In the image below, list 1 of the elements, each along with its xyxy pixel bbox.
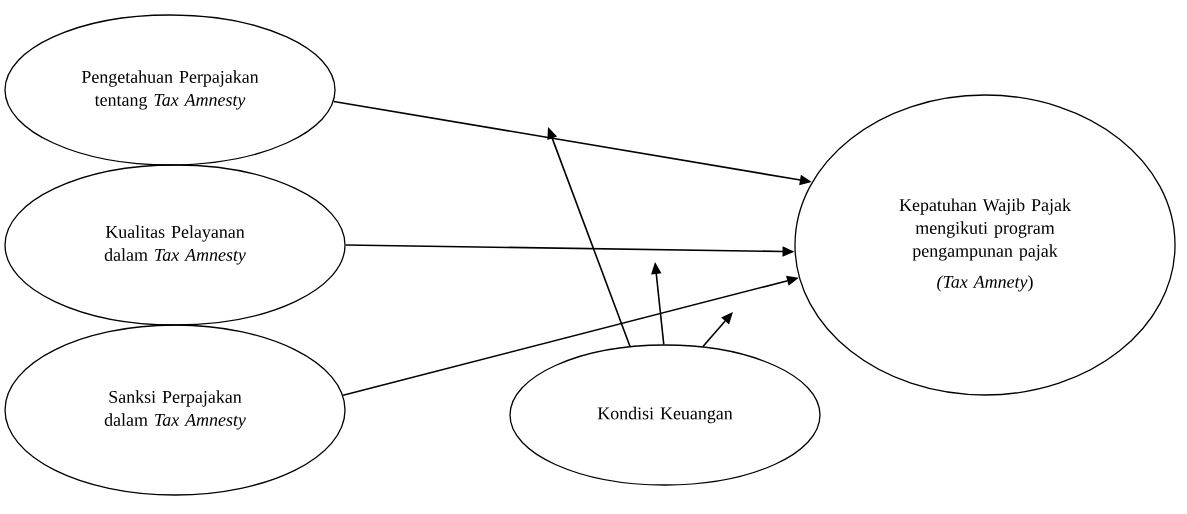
arrow (702, 312, 733, 348)
